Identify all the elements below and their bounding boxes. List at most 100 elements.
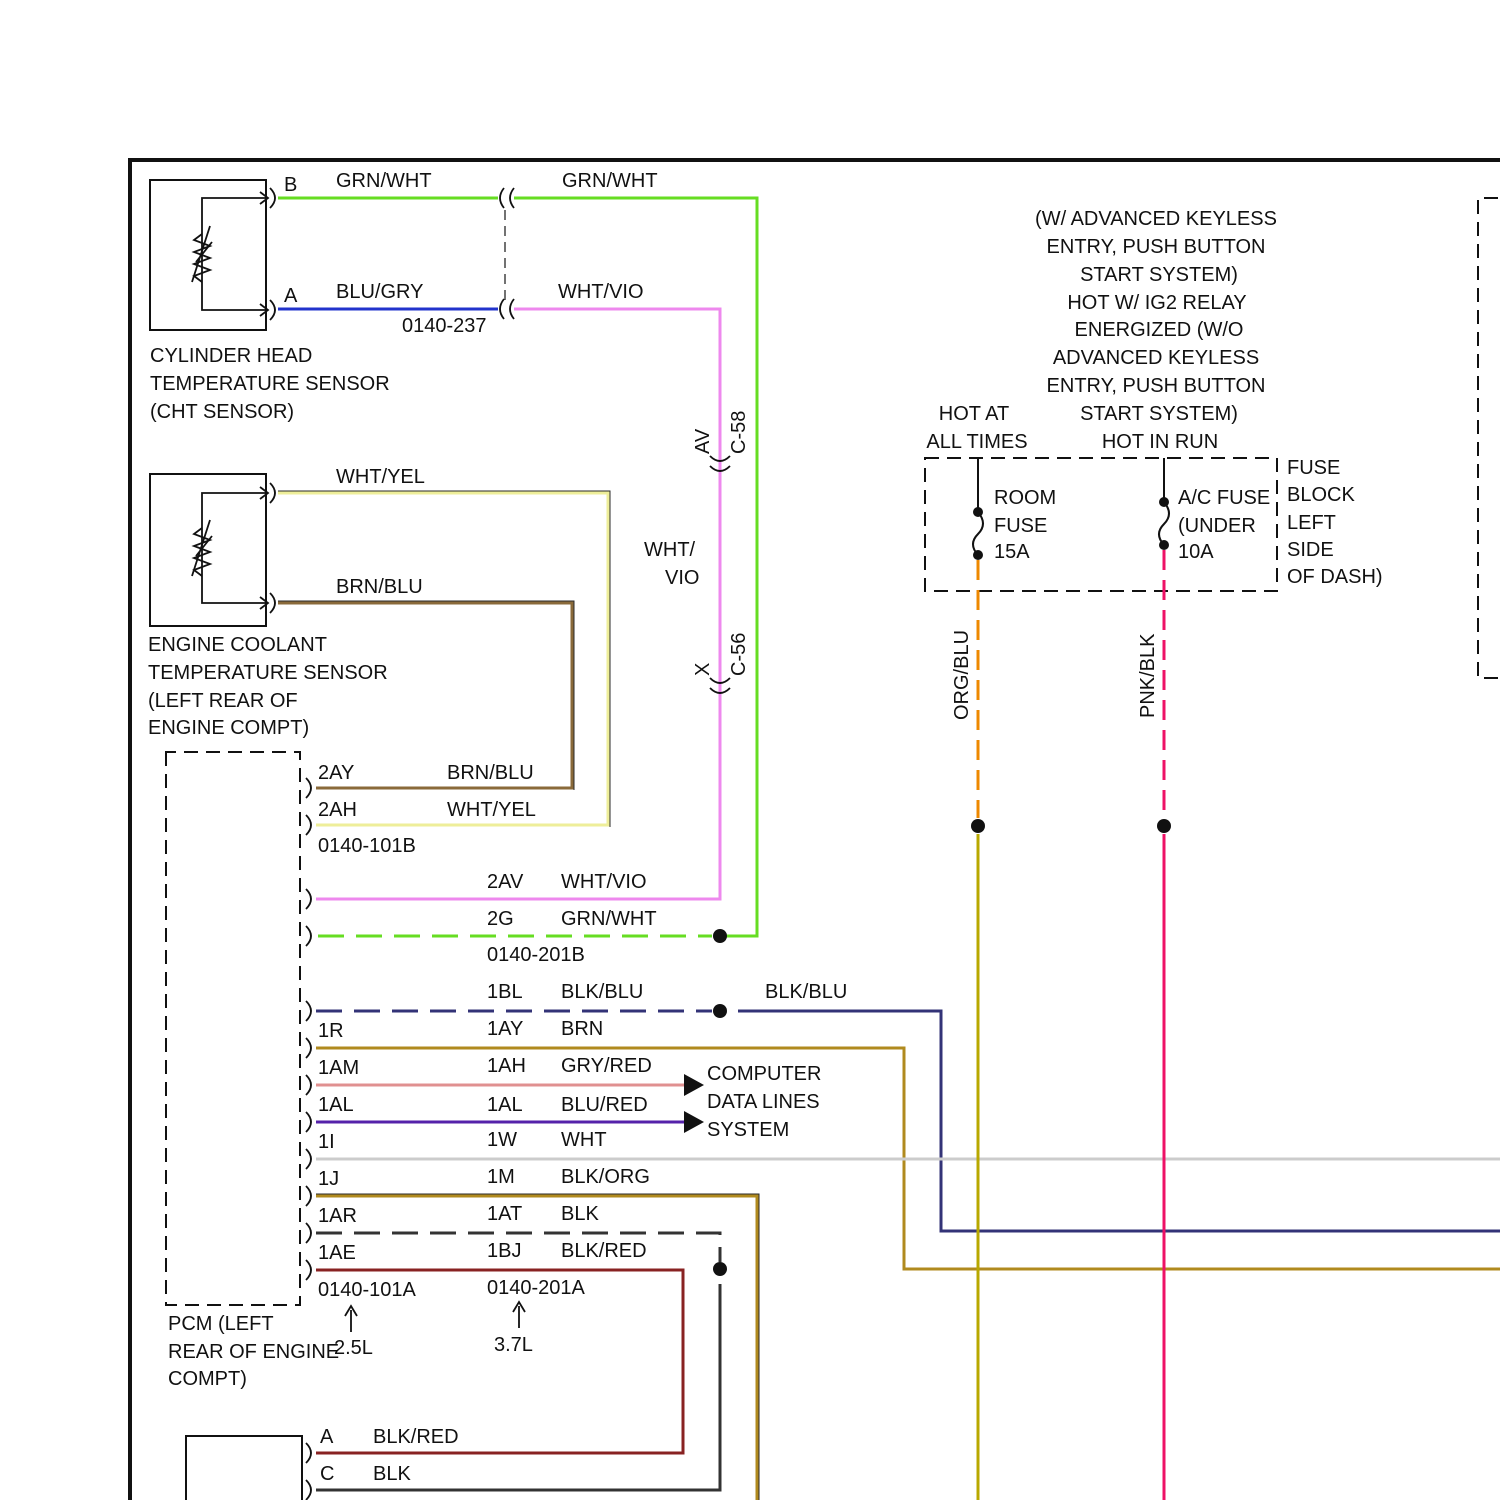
cht-pin-a: A (284, 285, 298, 307)
bottom-wire-2: BLK (373, 1463, 411, 1485)
ect-sensor (150, 474, 275, 626)
wire-brn-blu (278, 603, 572, 788)
cht-wire-left-bottom: BLU/GRY (336, 281, 423, 303)
pcm-lower-wire-5: WHT (561, 1129, 607, 1151)
pcm-upper-wire-2: WHT/YEL (447, 799, 536, 821)
pcm-lower-left-pin-1: 1R (318, 1020, 344, 1042)
pcm-lower-right-pin-3: 1AH (487, 1055, 526, 1077)
org-blu-label: ORG/BLU (951, 630, 973, 720)
pcm-terminal-icons (306, 778, 311, 1280)
pcm-lower-left-pin-5: 1J (318, 1168, 339, 1190)
ac-fuse-3: 10A (1178, 541, 1214, 563)
engine-a-arrow-icon (345, 1306, 357, 1332)
power-note-4: HOT W/ IG2 RELAY (1067, 292, 1246, 314)
cht-wire-left-top: GRN/WHT (336, 170, 432, 192)
c58-pin: AV (692, 428, 714, 454)
pcm-lower-left-pin-4: 1I (318, 1131, 335, 1153)
c58-name: C-58 (728, 411, 750, 454)
pcm-outline (166, 752, 300, 1305)
connector-0140-101a: 0140-101A (318, 1279, 417, 1301)
bottom-pin-c: C (320, 1463, 334, 1485)
pcm-lower-right-pin-8: 1BJ (487, 1240, 521, 1262)
room-fuse-1: ROOM (994, 487, 1056, 509)
computer-data-lines-1: COMPUTER (707, 1063, 821, 1085)
cht-sensor-internal (202, 198, 268, 310)
connector-0140-101b: 0140-101B (318, 835, 416, 857)
pcm-lower-wire-6: BLK/ORG (561, 1166, 650, 1188)
ect-sensor-name-1: ENGINE COOLANT (148, 634, 327, 656)
fuse-block-3: LEFT (1287, 512, 1336, 534)
pcm-mid-wire-2: GRN/WHT (561, 908, 657, 930)
pcm-lower-right-pin-4: 1AL (487, 1094, 523, 1116)
power-note-9: HOT IN RUN (1102, 431, 1218, 453)
pcm-upper-pin-1: 2AY (318, 762, 354, 784)
ac-fuse-1: A/C FUSE (1178, 487, 1270, 509)
cht-sensor-box (150, 180, 266, 330)
connector-0140-201a: 0140-201A (487, 1277, 586, 1299)
bottom-component-terminal-icons (306, 1443, 311, 1500)
splice-grn-wht (713, 929, 727, 943)
pcm-lower-right-pin-5: 1W (487, 1129, 517, 1151)
cht-sensor (150, 180, 275, 330)
room-fuse-3: 15A (994, 541, 1030, 563)
bottom-wire-1: BLK/RED (373, 1426, 459, 1448)
pcm-lower-wire-7: BLK (561, 1203, 599, 1225)
power-note-8: START SYSTEM) (1080, 403, 1238, 425)
power-note-3: START SYSTEM) (1080, 264, 1238, 286)
fuse-block-5: OF DASH) (1287, 566, 1383, 588)
pcm-lower-left-pin-6: 1AR (318, 1205, 357, 1227)
cht-wire-right-bottom: WHT/VIO (558, 281, 644, 303)
pcm-pin-terminals (306, 778, 311, 1280)
connector-0140-237-label: 0140-237 (402, 315, 487, 337)
engine-b-arrow-icon (513, 1302, 525, 1328)
pcm-lower-wire-4: BLU/RED (561, 1094, 648, 1116)
ect-sensor-internal (202, 493, 268, 603)
pcm-lower-right-pin-7: 1AT (487, 1203, 522, 1225)
power-note-2: ENTRY, PUSH BUTTON (1047, 236, 1266, 258)
vertical-wire-label-1: WHT/ (644, 539, 696, 561)
pnk-blk-label: PNK/BLK (1137, 633, 1159, 718)
bottom-component-box (186, 1436, 302, 1500)
pcm-lower-left-pin-3: 1AL (318, 1094, 354, 1116)
pcm-lower-wire-3: GRY/RED (561, 1055, 652, 1077)
connector-0140-201b: 0140-201B (487, 944, 585, 966)
data-line-arrow-icon (684, 1074, 704, 1133)
power-note-7: ENTRY, PUSH BUTTON (1047, 375, 1266, 397)
wire-blk-lower (316, 1284, 720, 1490)
pcm-name-2: REAR OF ENGINE (168, 1341, 339, 1363)
cht-sensor-name-1: CYLINDER HEAD (150, 345, 312, 367)
cht-pin-b: B (284, 174, 297, 196)
c56-pin: X (692, 663, 714, 676)
engine-a-label: 2.5L (334, 1337, 373, 1359)
pcm-lower-left-pin-7: 1AE (318, 1242, 356, 1264)
ect-sensor-name-4: ENGINE COMPT) (148, 717, 309, 739)
pcm-lower-left-pin-2: 1AM (318, 1057, 359, 1079)
fuse-block-4: SIDE (1287, 539, 1334, 561)
pcm-lower-wire-1: BLK/BLU (561, 981, 643, 1003)
computer-data-lines-3: SYSTEM (707, 1119, 789, 1141)
ect-sensor-name-2: TEMPERATURE SENSOR (148, 662, 388, 684)
sensor-terminal-icon (270, 188, 275, 320)
ac-fuse-2: (UNDER (1178, 515, 1256, 537)
ect-terminal-icon (270, 483, 275, 613)
pcm-mid-pin-2: 2G (487, 908, 514, 930)
cht-wire-right-top: GRN/WHT (562, 170, 658, 192)
pcm-lower-right-pin-2: 1AY (487, 1018, 523, 1040)
splice-blk-blu (713, 1004, 727, 1018)
room-fuse-icon (973, 512, 983, 555)
right-component-outline (1478, 198, 1498, 678)
power-note-6: ADVANCED KEYLESS (1053, 347, 1259, 369)
wire-blk-blu-ext (738, 1011, 1500, 1231)
vertical-wire-label-2: VIO (665, 567, 699, 589)
computer-data-lines-2: DATA LINES (707, 1091, 820, 1113)
engine-b-label: 3.7L (494, 1334, 533, 1356)
fuse-block-2: BLOCK (1287, 484, 1355, 506)
connector-0140-237-icon (500, 188, 514, 319)
pcm-upper-pin-2: 2AH (318, 799, 357, 821)
c56-name: C-56 (728, 633, 750, 676)
hot-at-all-times-2: ALL TIMES (926, 431, 1027, 453)
pcm-lower-right-pin-1: 1BL (487, 981, 523, 1003)
blk-blu-ext-label: BLK/BLU (765, 981, 847, 1003)
hot-at-all-times-1: HOT AT (939, 403, 1009, 425)
